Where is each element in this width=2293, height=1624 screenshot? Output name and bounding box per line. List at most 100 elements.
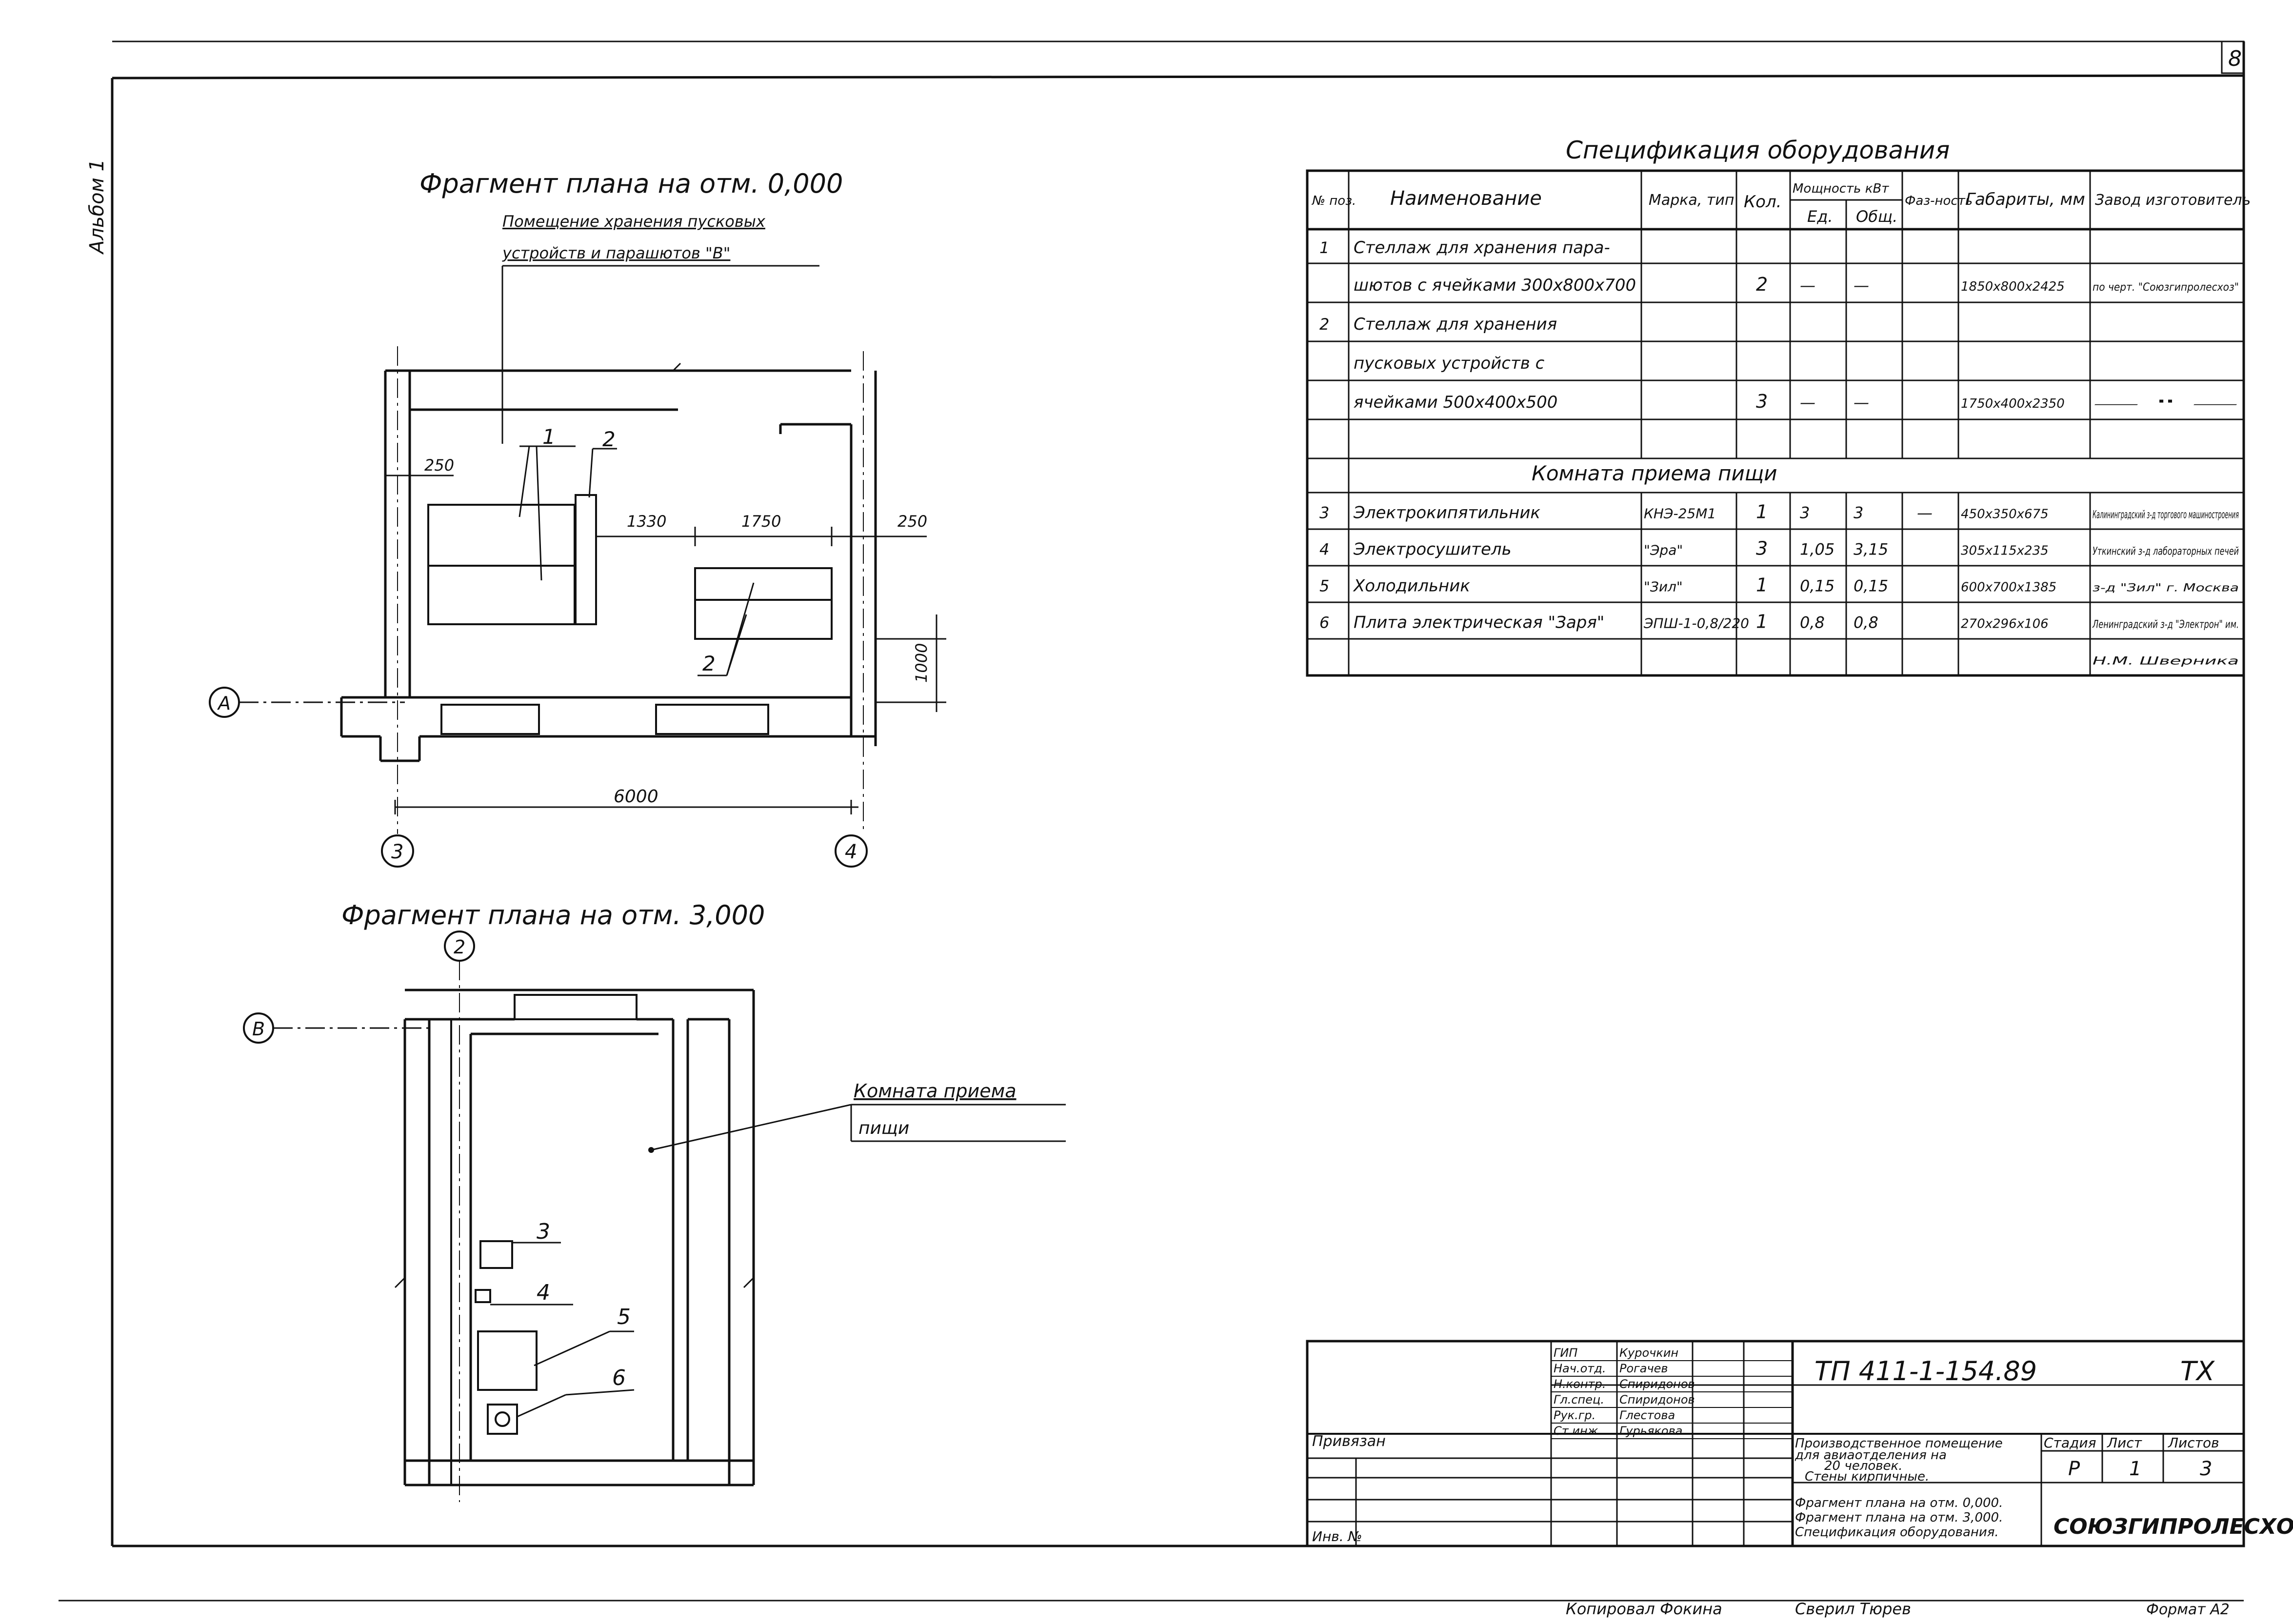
spec-cell-qty: 3: [1756, 391, 1768, 412]
plan-1-callout-2-lower: 2: [702, 652, 716, 675]
spec-cell-pt: —: [1854, 276, 1869, 295]
plan-1-callout-1: 1: [542, 425, 556, 449]
spec-cell-qty: 1: [1756, 574, 1768, 596]
spec-cell-pt: 3: [1854, 504, 1863, 522]
svg-text:В: В: [252, 1018, 265, 1040]
axis-marker-4: 4: [835, 834, 868, 868]
spec-cell-pu: 3: [1800, 504, 1810, 522]
spec-cell-maker: Уткинский з-д лабораторных печей: [2093, 546, 2239, 558]
inventory-label: Инв. №: [1312, 1528, 1362, 1545]
sheet-value: 1: [2129, 1458, 2141, 1480]
content-line-2: Фрагмент плана на отм. 3,000.: [1795, 1510, 2003, 1525]
spec-cell-qty: 3: [1756, 538, 1768, 559]
plan-2-callout-5: 5: [617, 1305, 631, 1329]
project-desc-line-3: 20 человек.: [1824, 1459, 1903, 1473]
spec-cell-qty: 1: [1756, 501, 1768, 523]
spec-cell-qty: 2: [1756, 274, 1768, 295]
spec-table: Спецификация оборудования № поз.: [1306, 136, 2251, 677]
spec-cell-mark: КНЭ-25М1: [1644, 506, 1716, 522]
dim-6000: 6000: [614, 787, 658, 807]
spec-header-maker: Завод изготовитель: [2095, 192, 2251, 209]
spec-header-power-total: Общ.: [1856, 207, 1897, 226]
stage-value: Р: [2068, 1458, 2080, 1480]
sheet-header: Лист: [2107, 1435, 2142, 1451]
spec-cell-mark: "Зил": [1644, 579, 1683, 595]
spec-cell-dims: 450х350х675: [1961, 507, 2049, 522]
dim-250-left: 250: [424, 456, 454, 475]
fridge-symbol: [477, 1330, 538, 1391]
spec-cell-pu: —: [1800, 276, 1815, 295]
dim-1330: 1330: [627, 512, 666, 531]
plan-1-racks: [427, 494, 833, 640]
svg-text:4: 4: [845, 841, 857, 863]
dim-250-right: 250: [897, 512, 927, 531]
svg-text:2: 2: [454, 936, 465, 958]
spec-cell-dims: 1750х400х2350: [1961, 396, 2065, 411]
spec-cell-maker: Ленинградский з-д "Электрон" им.: [2092, 619, 2239, 631]
spec-cell-name: Стеллаж для хранения пара-: [1354, 238, 1610, 257]
spec-cell-pu: —: [1800, 393, 1815, 412]
spec-cell-maker: по черт. "Союзгипролесхоз": [2093, 281, 2239, 294]
svg-text:3: 3: [391, 841, 403, 863]
spec-cell-qty: 1: [1756, 611, 1768, 633]
spec-header-qty: Кол.: [1744, 192, 1781, 212]
project-mark: ТХ: [2180, 1356, 2215, 1386]
dryer-symbol: [475, 1289, 491, 1303]
spec-cell-mark: ЭПШ-1-0,8/220: [1643, 615, 1749, 632]
spec-cell-pos: 2: [1319, 315, 1329, 334]
stamp-role: Рук.гр.: [1554, 1408, 1595, 1422]
spec-cell-mark: "Эра": [1644, 542, 1683, 558]
spec-cell-pt: —: [1854, 393, 1869, 412]
stamp-role: Н.контр.: [1554, 1377, 1606, 1391]
stamp-name: Глестова: [1619, 1408, 1675, 1422]
project-desc-line-2: для авиаотделения на: [1795, 1448, 1947, 1463]
spec-cell-pos: 5: [1319, 577, 1329, 595]
plan-2-room-label-line-1: Комната приема: [854, 1080, 1017, 1102]
spec-header-power: Мощность кВт: [1793, 181, 1889, 196]
stamp-name: Рогачев: [1619, 1362, 1668, 1375]
svg-text:А: А: [217, 693, 231, 714]
spec-cell-name: шютов с ячейками 300х800х700: [1354, 276, 1636, 295]
spec-cell-name: Плита электрическая "Заря": [1354, 613, 1604, 633]
privyazan-label: Привязан: [1312, 1433, 1386, 1450]
axis-marker-B: В: [243, 1012, 274, 1044]
spec-cell-ph: —: [1917, 504, 1933, 522]
spec-section-title: Комната приема пищи: [1532, 461, 1777, 485]
plan-2-callout-4: 4: [537, 1280, 550, 1305]
stamp-name: Спиридонов: [1619, 1377, 1695, 1391]
spec-cell-pt: 3,15: [1854, 540, 1888, 559]
plan-1-room-label-line-1: Помещение хранения пусковых: [502, 212, 766, 231]
stamp-role: Гл.спец.: [1554, 1393, 1604, 1406]
spec-cell-maker: Н.М. Шверника: [2093, 655, 2239, 668]
spec-cell-pu: 1,05: [1800, 540, 1834, 559]
dim-1750: 1750: [741, 512, 781, 531]
stamp-role: ГИП: [1554, 1346, 1577, 1360]
plan-2-room-label-line-2: пищи: [858, 1118, 909, 1138]
spec-cell-name: ячейками 500х400х500: [1354, 393, 1557, 412]
sheets-header: Листов: [2168, 1435, 2219, 1451]
project-desc-line-4: Стены кирпичные.: [1805, 1469, 1929, 1484]
checked-by: Сверил Тюрев: [1795, 1600, 1911, 1618]
copied-by: Копировал Фокина: [1566, 1600, 1722, 1618]
content-line-1: Фрагмент плана на отм. 0,000.: [1795, 1496, 2003, 1510]
project-code: ТП 411-1-154.89: [1814, 1356, 2037, 1386]
spec-cell-name: Электросушитель: [1353, 540, 1512, 559]
plan-1-callout-2: 2: [602, 427, 616, 451]
sheet-format: Формат А2: [2146, 1601, 2230, 1618]
plan-1: Фрагмент плана на отм. 0,000 Помещение х…: [209, 168, 946, 868]
plan-1-room-label-line-2: устройств и парашютов "В": [502, 244, 730, 262]
spec-cell-pt: 0,15: [1854, 577, 1888, 595]
spec-cell-dims: 1850х800х2425: [1961, 279, 2065, 294]
spec-cell-maker: Калининградский з-д торгового машиностро…: [2093, 509, 2239, 521]
stamp-role: Ст.инж.: [1554, 1424, 1602, 1438]
spec-title: Спецификация оборудования: [1566, 136, 1950, 164]
spec-header-dims: Габариты, мм: [1966, 190, 2085, 209]
stamp-name: Гурьякова: [1619, 1424, 1682, 1438]
spec-cell-maker: з-д "Зил" г. Москва: [2093, 582, 2239, 594]
axis-marker-A: А: [209, 687, 240, 718]
stamp-role: Нач.отд.: [1554, 1362, 1606, 1375]
spec-header-pos: № поз.: [1311, 194, 1356, 208]
spec-cell-pu: 0,8: [1800, 614, 1825, 632]
spec-cell-pos: 4: [1319, 540, 1329, 559]
